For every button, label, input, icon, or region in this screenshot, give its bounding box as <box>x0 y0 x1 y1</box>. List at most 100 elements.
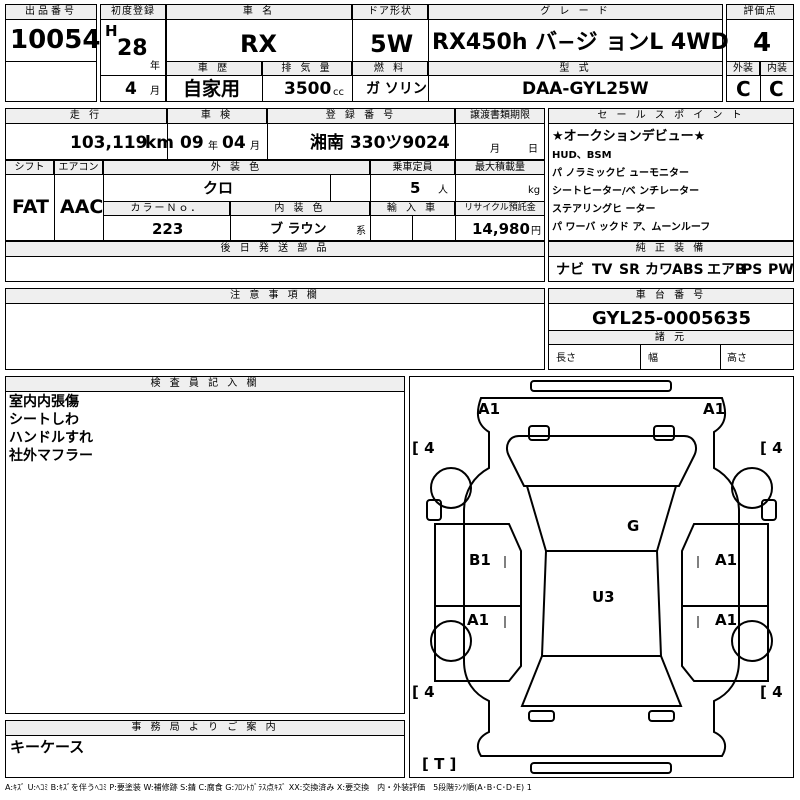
car-diagram-box <box>409 376 794 778</box>
grade-header: グ レ ー ド <box>428 4 723 20</box>
inspector-note: ハンドルすれ <box>9 430 93 446</box>
sales-point-3: シートヒーター/ベ ンチレーター <box>552 186 700 197</box>
car-name: RX <box>240 30 277 58</box>
mileage-unit: km <box>145 133 175 153</box>
ext-grade: C <box>736 77 751 101</box>
tire-front-left: [ 4 <box>412 439 435 457</box>
sales-point-0: ★オークションデビュー★ <box>552 129 706 144</box>
inspector-notes: 室内内張傷 シートしわ ハンドルすれ 社外マフラー <box>9 393 93 465</box>
office-note: キーケース <box>10 738 85 756</box>
displacement: 3500 <box>284 79 332 99</box>
car-diagram <box>426 380 777 774</box>
ext-grade-header: 外装 <box>726 61 760 76</box>
first-registration-header: 初度登録 <box>100 4 166 20</box>
int-grade: C <box>769 77 784 101</box>
shaken-year-unit: 年 <box>208 141 218 152</box>
recycle-header: リサイクル預託金 <box>455 201 545 216</box>
equip-navi: ナビ <box>556 262 584 278</box>
inspector-note: シートしわ <box>9 412 79 428</box>
tire-rear-left: [ 4 <box>412 683 435 701</box>
damage-front-left: A1 <box>478 400 501 418</box>
load-unit: kg <box>528 185 541 196</box>
mileage-header: 走 行 <box>5 108 167 124</box>
int-color-header: 内 装 色 <box>230 201 370 216</box>
damage-windshield: G <box>627 517 640 535</box>
equip-pw: PW <box>768 262 794 278</box>
shaken-year: 09 <box>180 133 204 153</box>
score-value: 4 <box>753 28 772 58</box>
damage-right-door-rear: A1 <box>715 611 738 629</box>
registration-year: 28 <box>117 36 148 61</box>
model-code: DAA-GYL25W <box>522 79 649 99</box>
ac-header: エアコン <box>54 160 103 175</box>
dim-height: 高さ <box>727 353 747 364</box>
shaken-header: 車 検 <box>167 108 267 124</box>
recycle-fee: 14,980 <box>472 220 530 238</box>
equip-tv: TV <box>592 262 613 278</box>
load-header: 最大積載量 <box>455 160 545 175</box>
tire-rear-right: [ 4 <box>760 683 783 701</box>
seating-capacity: 5 <box>410 179 421 197</box>
plate-header: 登 録 番 号 <box>267 108 455 124</box>
plate-number: 湘南 330ツ9024 <box>310 133 450 153</box>
equip-ps: PS <box>742 262 763 278</box>
usage-history: 自家用 <box>183 78 241 100</box>
spare-tire: [ T ] <box>422 755 457 773</box>
sales-points-header: セ ー ル ス ポ イ ン ト <box>548 108 794 124</box>
capacity-unit: 人 <box>438 185 448 196</box>
interior-color: ブ ラウン <box>270 222 327 237</box>
chassis-number: GYL25-0005635 <box>592 308 752 329</box>
color-header: 外 装 色 <box>103 160 370 175</box>
dim-length: 長さ <box>556 353 576 364</box>
inspector-header: 検 査 員 記 入 欄 <box>5 376 405 392</box>
displacement-unit: cc <box>333 87 344 98</box>
grade: RX450h バ−ジ ョンL 4WD <box>432 30 729 55</box>
transfer-header: 譲渡書類期限 <box>455 108 545 124</box>
equipment-header: 純 正 装 備 <box>548 241 794 257</box>
displacement-header: 排 気 量 <box>262 61 352 76</box>
month-unit: 月 <box>150 86 160 97</box>
lot-header: 出品番号 <box>5 4 97 20</box>
equip-sunroof: SR <box>619 262 640 278</box>
equip-airbag: エアB <box>707 262 746 278</box>
history-header: 車 歴 <box>166 61 262 76</box>
shift-type: FAT <box>12 196 49 218</box>
fuel-header: 燃 料 <box>352 61 428 76</box>
shaken-month-unit: 月 <box>250 141 260 152</box>
equip-leather: カワ <box>645 262 673 278</box>
sales-point-1: HUD、BSM <box>552 150 612 161</box>
interior-color-suffix: 系 <box>356 226 366 237</box>
dims-header: 諸 元 <box>548 330 794 345</box>
import-header: 輸 入 車 <box>370 201 455 216</box>
int-grade-header: 内装 <box>760 61 794 76</box>
color-number: 223 <box>152 220 184 238</box>
damage-front-right: A1 <box>703 400 726 418</box>
chassis-header: 車 台 番 号 <box>548 288 794 304</box>
model-header: 型 式 <box>428 61 723 76</box>
inspector-note: 室内内張傷 <box>9 394 79 410</box>
parts-header: 後 日 発 送 部 品 <box>5 241 545 257</box>
dim-width: 幅 <box>648 353 658 364</box>
shaken-month: 04 <box>222 133 246 153</box>
equip-abs: ABS <box>672 262 704 278</box>
lot-number: 10054 <box>10 25 101 55</box>
shift-header: シフト <box>5 160 54 175</box>
capacity-header: 乗車定員 <box>370 160 455 175</box>
inspector-note: 社外マフラー <box>9 448 93 464</box>
transfer-month-unit: 月 <box>490 144 500 155</box>
registration-month: 4 <box>125 79 137 99</box>
office-header: 事 務 局 よ り ご 案 内 <box>5 720 405 736</box>
exterior-color: クロ <box>203 179 234 197</box>
door-header: ドア形状 <box>352 4 428 20</box>
damage-roof: U3 <box>592 588 615 606</box>
era-mark: H <box>105 22 118 40</box>
tire-front-right: [ 4 <box>760 439 783 457</box>
score-header: 評価点 <box>726 4 794 20</box>
legend: A:ｷｽﾞ U:ﾍｺﾐ B:ｷｽﾞを伴うﾍｺﾐ P:要塗装 W:補修跡 S:錆 … <box>5 783 532 792</box>
sales-point-2: パ ノラミックビ ューモニター <box>552 168 689 179</box>
mileage-value: 103,119 <box>70 133 148 153</box>
damage-left-door-front: B1 <box>469 551 491 569</box>
notes-header: 注 意 事 項 欄 <box>5 288 545 304</box>
recycle-unit: 円 <box>531 226 541 237</box>
door-type: 5W <box>370 30 414 58</box>
